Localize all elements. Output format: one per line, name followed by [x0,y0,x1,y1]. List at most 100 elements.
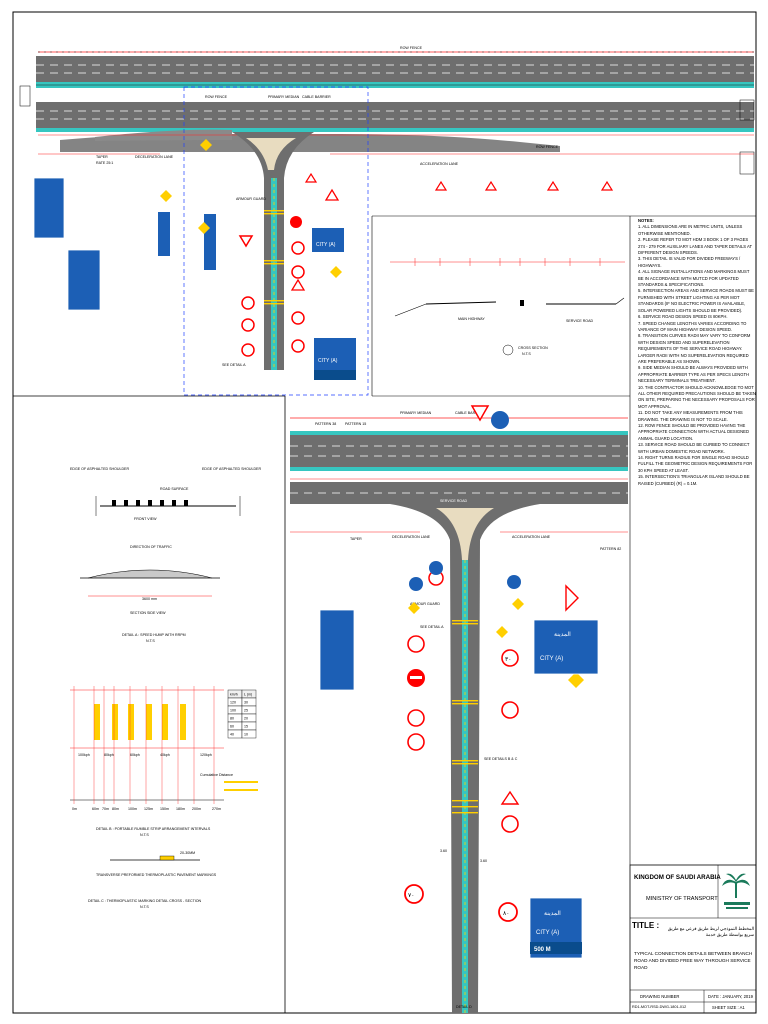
guide-sign-lower-left [319,609,355,691]
svg-text:CITY (A): CITY (A) [318,358,338,364]
guide-sign-2 [67,249,101,311]
highway-carriageway-north [36,56,754,82]
note-item: 4. ALL SIGNAGE INSTALLATIONS AND MARKING… [638,269,750,288]
note-item: 2. PLEASE REFER TO MOT HDM 3 BOOK 1 OF 3… [638,237,752,256]
strip-speed-label: 100kph [78,753,90,757]
svg-text:CITY (A): CITY (A) [316,242,336,248]
svg-text:TAPER: TAPER [350,537,362,541]
note-item: 10. THE CONTRACTOR SHOULD ACKNOWLEDGE TO… [638,384,756,409]
main-highway-label: MAIN HIGHWAY [458,317,485,321]
strip-speed-label: 60kph [130,753,140,757]
title-label: TITLE : [632,921,660,930]
svg-text:٨٠: ٨٠ [503,911,509,917]
svg-text:RATE 25:1: RATE 25:1 [96,161,113,165]
ministry-logo [722,873,750,909]
thermo-dim: 20-30MM [180,851,195,855]
accel-lane-label-2: ACCELERATION LANE [512,535,551,539]
armour-guard-label-2: ARMOUR GUARD [410,602,440,606]
svg-text:CITY (A): CITY (A) [536,930,559,936]
drawing-title-ar: المخطط النموذجي لربط طريق فرعي مع طريق س… [667,926,754,937]
cross-section-caption: CROSS SECTION [518,346,548,350]
sign-distance: 500 M [534,947,551,953]
guide-sign-4 [204,214,216,270]
strip-table-text: 20 [244,717,248,721]
strip-distance-label: 100m [128,807,137,811]
speed-limit-sign-1 [241,296,255,310]
cable-barrier-label: CABLE BARRIER [302,95,331,99]
row-fence-label-top: ROW FENCE [400,46,423,50]
note-item: 14. RIGHT TURNS RADIUS FOR SINGLE ROAD S… [638,455,753,473]
svg-text:PRIMARY MEDIAN: PRIMARY MEDIAN [400,411,432,415]
detail-a-speed-hump: EDGE OF ASPHALTED SHOULDER EDGE OF ASPHA… [70,467,261,643]
top-plan-view: ROW FENCE PRIMARY MEDIAN CABLE BARRIER R… [19,46,755,396]
notes-panel: NOTES: 1. ALL DIMENSIONS ARE IN METRIC U… [638,218,756,487]
freeway-carriageway [290,435,628,467]
svg-text:N.T.S: N.T.S [140,833,149,837]
note-item: 3. THIS DETAIL IS VALID FOR DIVIDED FREE… [638,256,741,268]
direction-sign-city-2 [533,619,599,675]
title-block-frame [629,864,757,1014]
front-view-label: FRONT VIEW [134,517,157,521]
drawing-title-en: TYPICAL CONNECTION DETAILS BETWEEN BRANC… [634,951,753,970]
svg-text:CITY (A): CITY (A) [540,656,563,662]
decel-lane-label-2: DECELERATION LANE [392,535,431,539]
strip-table-text: 25 [244,709,248,713]
detail-c-caption: DETAIL C : THERMOPLASTIC MARKING DETAIL … [88,899,202,903]
detail-a-ref: SEE DETAIL A [420,625,444,629]
section-side-view-label: SECTION SIDE VIEW [130,611,166,615]
svg-text:3.60: 3.60 [480,859,487,863]
drawing-date: DATE : JANUARY, 2019 [708,994,753,999]
svg-text:٣٠: ٣٠ [505,657,511,663]
keep-right-sign [491,411,509,429]
hump-width: 3600 mm [142,597,157,601]
strip-table-text: 15 [244,725,248,729]
strip-table-text: 100 [230,709,236,713]
note-item: 15. INTERSECTION'S TRIANGULAR ISLAND SHO… [638,474,750,486]
armour-guard-label: ARMOUR GUARD [236,197,266,201]
note-item: 12. ROW FENCE SHOULD BE PROVIDED HAVING … [638,423,749,441]
strip-distance-label: 70m [102,807,109,811]
taper-label: TAPER [96,155,108,159]
strip-table-text: km/h [230,693,238,697]
service-road-plan-view: PATTERN 38 PATTERN 15 CABLE BARRIER PRIM… [290,411,628,1013]
cable-barrier-label-2: CABLE BARRIER [455,411,484,415]
notes-heading: NOTES: [638,218,654,223]
highway-carriageway-south [36,102,754,128]
strip-table-cell [241,729,257,739]
strip-table-text: 60 [230,725,234,729]
detail-extent-box [183,86,369,396]
yield-sign [238,235,254,248]
guide-sign-1 [33,177,65,239]
strip-distance-label: 0m [72,807,77,811]
pattern-38-label: PATTERN 38 [315,422,336,426]
sheet-border [12,11,757,1014]
speed-sign-80 [498,902,518,922]
note-item: 7. SPEED CHANGE LENGTHS VARIES ACCORDING… [638,320,747,332]
note-item: 5. INTERSECTION AREAS AND SERVICE ROADS … [638,288,754,313]
strip-distance-label: 60m [92,807,99,811]
strip-table-text: 30 [244,701,248,705]
yield-sign-2 [470,405,490,422]
lower-signs: ٧٠ ٨٠ ٣٠ المدينة CITY (A) المدينة CITY (… [319,405,599,959]
svg-text:N.T.S: N.T.S [146,639,155,643]
speed-limit-sign-2 [241,318,255,332]
svg-text:ROW FENCE: ROW FENCE [536,145,559,149]
svg-text:3.60: 3.60 [440,849,447,853]
svg-text:المدينة: المدينة [554,631,571,638]
strip-speed-label: 120kph [200,753,212,757]
guide-sign-3 [158,212,170,256]
strip-table-text: 120 [230,701,236,705]
note-item: 9. SIDE MEDIAN SHOULD BE ALWAYS PROVIDED… [638,365,750,384]
service-road-label: SERVICE ROAD [440,499,467,503]
pattern-82-label: PATTERN 82 [600,547,621,551]
strip-table-text: 80 [230,717,234,721]
drawing-number: RD1-MOT-RSD-DWG-1801-012 [632,1005,687,1009]
strip-distance-label: 150m [160,807,169,811]
hump-edge-label-left: EDGE OF ASPHALTED SHOULDER [70,467,129,471]
deceleration-lane-label: DECELERATION LANE [135,155,174,159]
strip-speed-label: 40kph [160,753,170,757]
strip-table-text: L (m) [244,693,252,697]
top-signs: CITY (A) CITY (A) [33,139,614,380]
